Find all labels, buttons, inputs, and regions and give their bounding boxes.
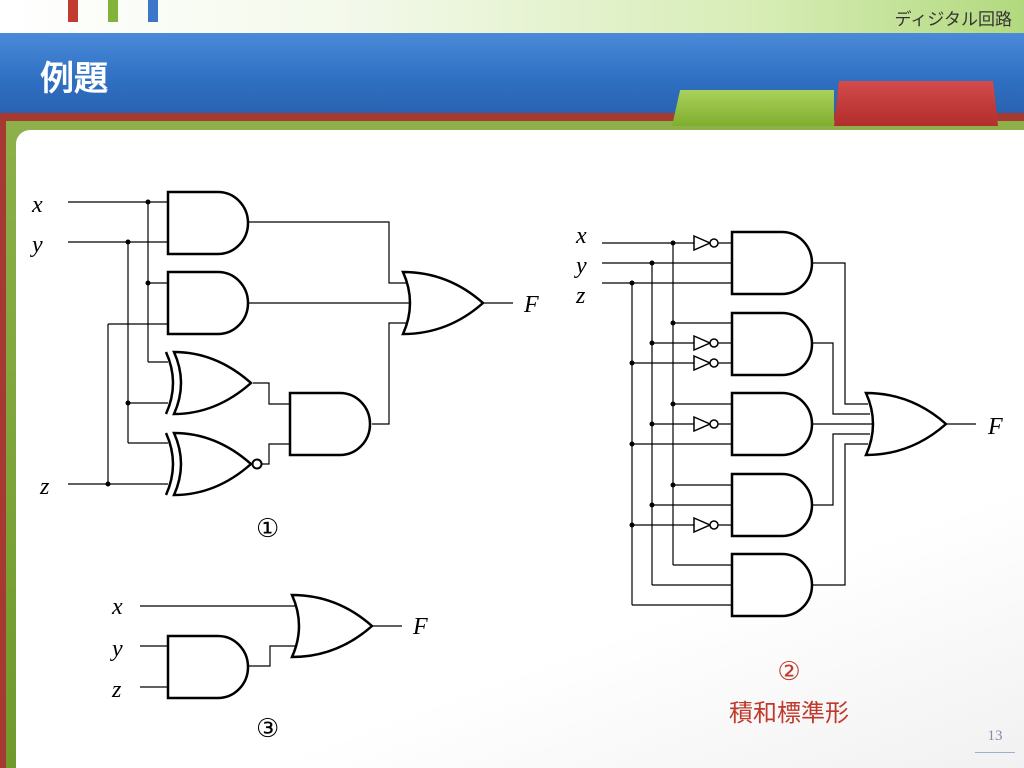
and-gate-2d [730,472,814,538]
not-gate-icon [693,517,719,533]
c1-label: ① [256,514,279,544]
c1-input-z: z [39,474,50,500]
c1-input-x: x [31,192,43,218]
green-tab-mark [108,0,118,22]
c3-input-z: z [111,677,122,703]
green-tab [672,90,834,126]
circuit-1: x y z F ① [30,190,539,544]
red-tab-mark [68,0,78,22]
c2-label: ② [777,657,800,687]
or-gate-3 [290,593,374,659]
c3-input-y: y [110,636,123,662]
and-gate-1c [288,391,372,457]
and-gate-2e [730,552,814,618]
not-gate-icon [693,355,719,371]
and-gate-2c [730,391,814,457]
top-bar: ディジタル回路 [0,0,1024,33]
c1-output-f: F [523,292,539,318]
red-tab [834,81,998,126]
and-gate-1a [166,190,250,256]
xor-gate-1 [164,350,253,416]
c3-output-f: F [412,614,428,640]
and-gate-2a [730,230,814,296]
c2-output-f: F [987,414,1003,440]
course-title: ディジタル回路 [894,10,1012,30]
circuit-3: x y z F ③ [110,593,428,744]
xnor-gate-1 [164,431,253,497]
not-gate-icon [693,335,719,351]
or-gate-1 [401,270,485,336]
c3-input-x: x [111,594,123,620]
c2-input-y: y [574,253,587,279]
c3-label: ③ [256,714,279,744]
c2-input-z: z [575,283,586,309]
c2-input-x: x [575,223,587,249]
and-gate-1b [166,270,250,336]
page-number: 13 [987,728,1003,744]
circuit-2: x y z F ② 積和標準形 [574,223,1003,727]
blue-tab-mark [148,0,158,22]
c1-input-y: y [30,232,43,258]
page-number-underline [975,752,1015,753]
not-gate-icon [693,416,719,432]
and-gate-3 [166,634,250,700]
inversion-bubble-icon [251,458,263,470]
c2-caption: 積和標準形 [729,699,849,727]
slide-title: 例題 [40,59,108,99]
not-gate-icon [693,235,719,251]
or-gate-2 [864,391,948,457]
and-gate-2b [730,311,814,377]
